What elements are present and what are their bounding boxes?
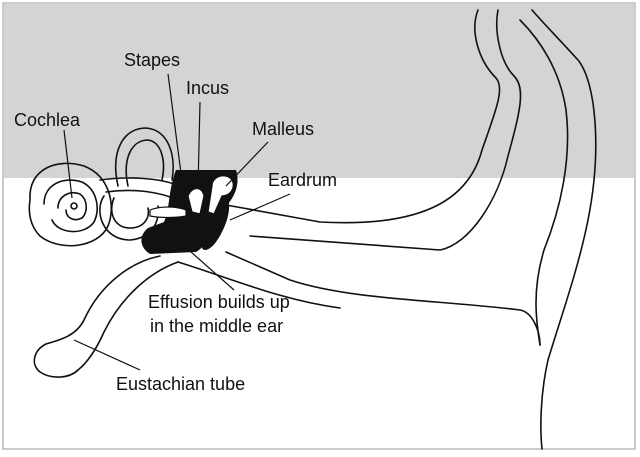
- label-incus: Incus: [186, 78, 229, 98]
- label-cochlea: Cochlea: [14, 110, 81, 130]
- label-malleus: Malleus: [252, 119, 314, 139]
- label-stapes: Stapes: [124, 50, 180, 70]
- gray-band: [4, 4, 634, 178]
- label-effusion-line1: Effusion builds up: [148, 292, 290, 312]
- label-eustachian-tube: Eustachian tube: [116, 374, 245, 394]
- label-eardrum: Eardrum: [268, 170, 337, 190]
- label-effusion-line2: in the middle ear: [150, 316, 283, 336]
